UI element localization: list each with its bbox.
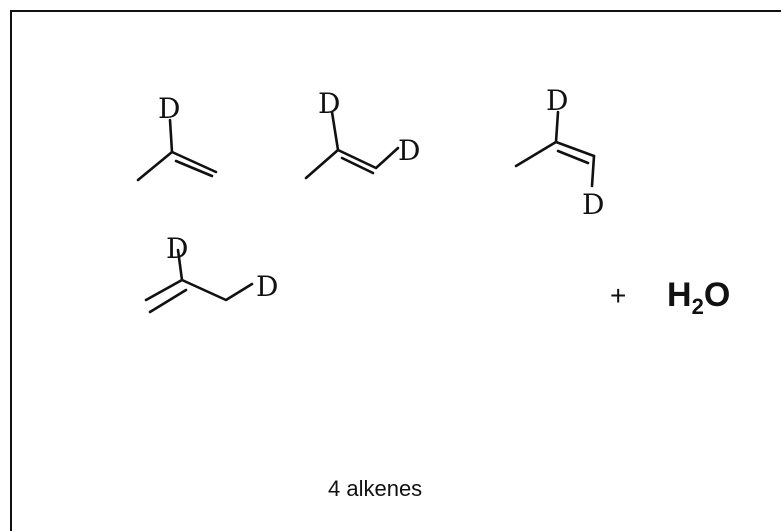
alkene-4-d-label-right: D (256, 270, 278, 303)
alkene-3-double-bond (554, 140, 596, 165)
alkene-4-d-label-top: D (166, 232, 188, 265)
alkene-2-double-bond (336, 146, 400, 175)
alkene-2-d-label-top: D (318, 87, 340, 120)
figure-frame (10, 10, 781, 531)
caption-label: 4 alkenes (328, 476, 423, 501)
alkene-2-d-label-right: D (398, 134, 420, 167)
alkene-3-bonds (514, 110, 560, 168)
alkene-1-d-label: D (158, 92, 180, 125)
water-subscript: 2 (691, 294, 704, 319)
water-o: O (703, 276, 731, 314)
alkene-4: D D (144, 232, 278, 314)
alkene-3-d-label-bottom: D (582, 188, 604, 221)
alkene-2: D D (304, 87, 420, 180)
water-h: H (667, 276, 692, 314)
alkene-3-d-label-top: D (546, 84, 568, 117)
alkene-1-double-bond (170, 150, 218, 178)
alkene-1-bonds (136, 118, 174, 182)
alkene-4-bonds (176, 248, 254, 302)
alkene-4-double-bond (144, 278, 188, 314)
alkene-3: D D (514, 84, 604, 221)
plus-sign: + (610, 280, 627, 311)
alkene-1: D (136, 92, 218, 182)
water-formula: H2O (667, 276, 731, 318)
alkene-3-lower-bond (590, 154, 596, 188)
alkene-2-bonds (304, 110, 340, 180)
